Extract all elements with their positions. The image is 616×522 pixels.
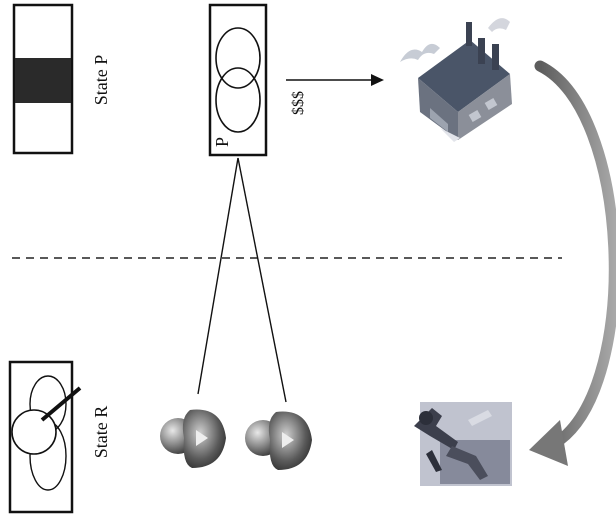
- company-p-mark: P: [212, 137, 232, 147]
- curved-flow-arrow: [529, 66, 614, 466]
- currency-label: $$$: [290, 91, 307, 115]
- state-p-flag-band: [15, 58, 71, 103]
- state-p-label: State P: [91, 55, 111, 106]
- state-r-label: State R: [91, 406, 111, 459]
- person-icon-right: [245, 412, 312, 470]
- ownership-lines: [198, 158, 286, 402]
- state-r-flag: [10, 362, 80, 512]
- fallen-worker-icon: [414, 402, 512, 486]
- factory-building-icon: [400, 18, 512, 142]
- money-flow-arrow: [286, 74, 384, 86]
- person-icon-left: [160, 410, 226, 468]
- state-p-flag: [14, 5, 72, 153]
- company-p-box: [210, 5, 266, 155]
